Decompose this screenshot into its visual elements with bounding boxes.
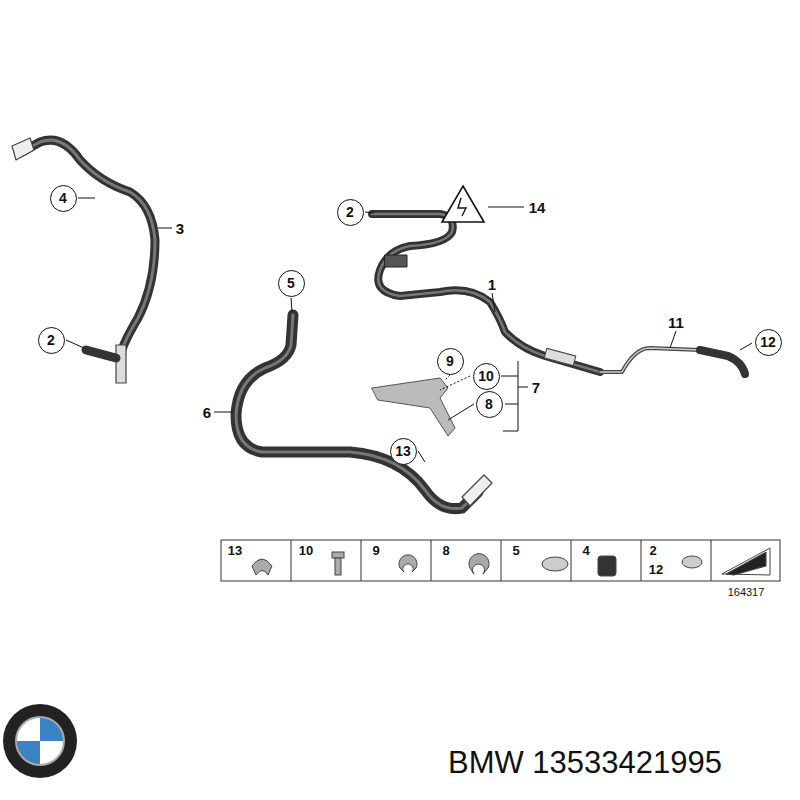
part-label: 10	[299, 544, 313, 557]
callout-circle: 10	[473, 363, 500, 390]
part-label: 8	[442, 544, 449, 557]
part-label: 1	[488, 277, 496, 292]
callout-number: 9	[446, 354, 454, 368]
callout-circle: 2	[38, 327, 65, 354]
callout-number: 2	[346, 205, 354, 219]
callout-circle: 4	[50, 185, 77, 212]
part-label: 6	[203, 405, 211, 420]
callout-circle: 8	[476, 391, 503, 418]
callout-number: 4	[59, 191, 67, 205]
callout-number: 8	[485, 397, 493, 411]
part-label: 5	[512, 544, 519, 557]
diagram-number: 164317	[728, 587, 765, 598]
callout-number: 13	[395, 444, 411, 458]
callout-circle: 2	[337, 199, 364, 226]
callout-circle: 13	[390, 438, 417, 465]
callout-circle: 12	[755, 329, 782, 356]
callout-number: 2	[47, 333, 55, 347]
part-label: 12	[649, 563, 663, 576]
callout-number: 5	[287, 276, 295, 290]
part-label: 11	[668, 315, 684, 330]
part-number: BMW 13533421995	[448, 747, 722, 778]
part-label: 4	[582, 544, 589, 557]
callout-circle: 5	[278, 270, 305, 297]
part-label: 7	[532, 380, 540, 395]
part-label: 13	[228, 544, 242, 557]
part-label: 14	[529, 200, 546, 215]
part-label: 2	[649, 544, 656, 557]
part-label: 9	[372, 544, 379, 557]
callout-number: 10	[478, 369, 494, 383]
callout-number: 12	[760, 335, 776, 349]
part-label: 3	[176, 221, 184, 236]
callout-circle: 9	[437, 348, 464, 375]
